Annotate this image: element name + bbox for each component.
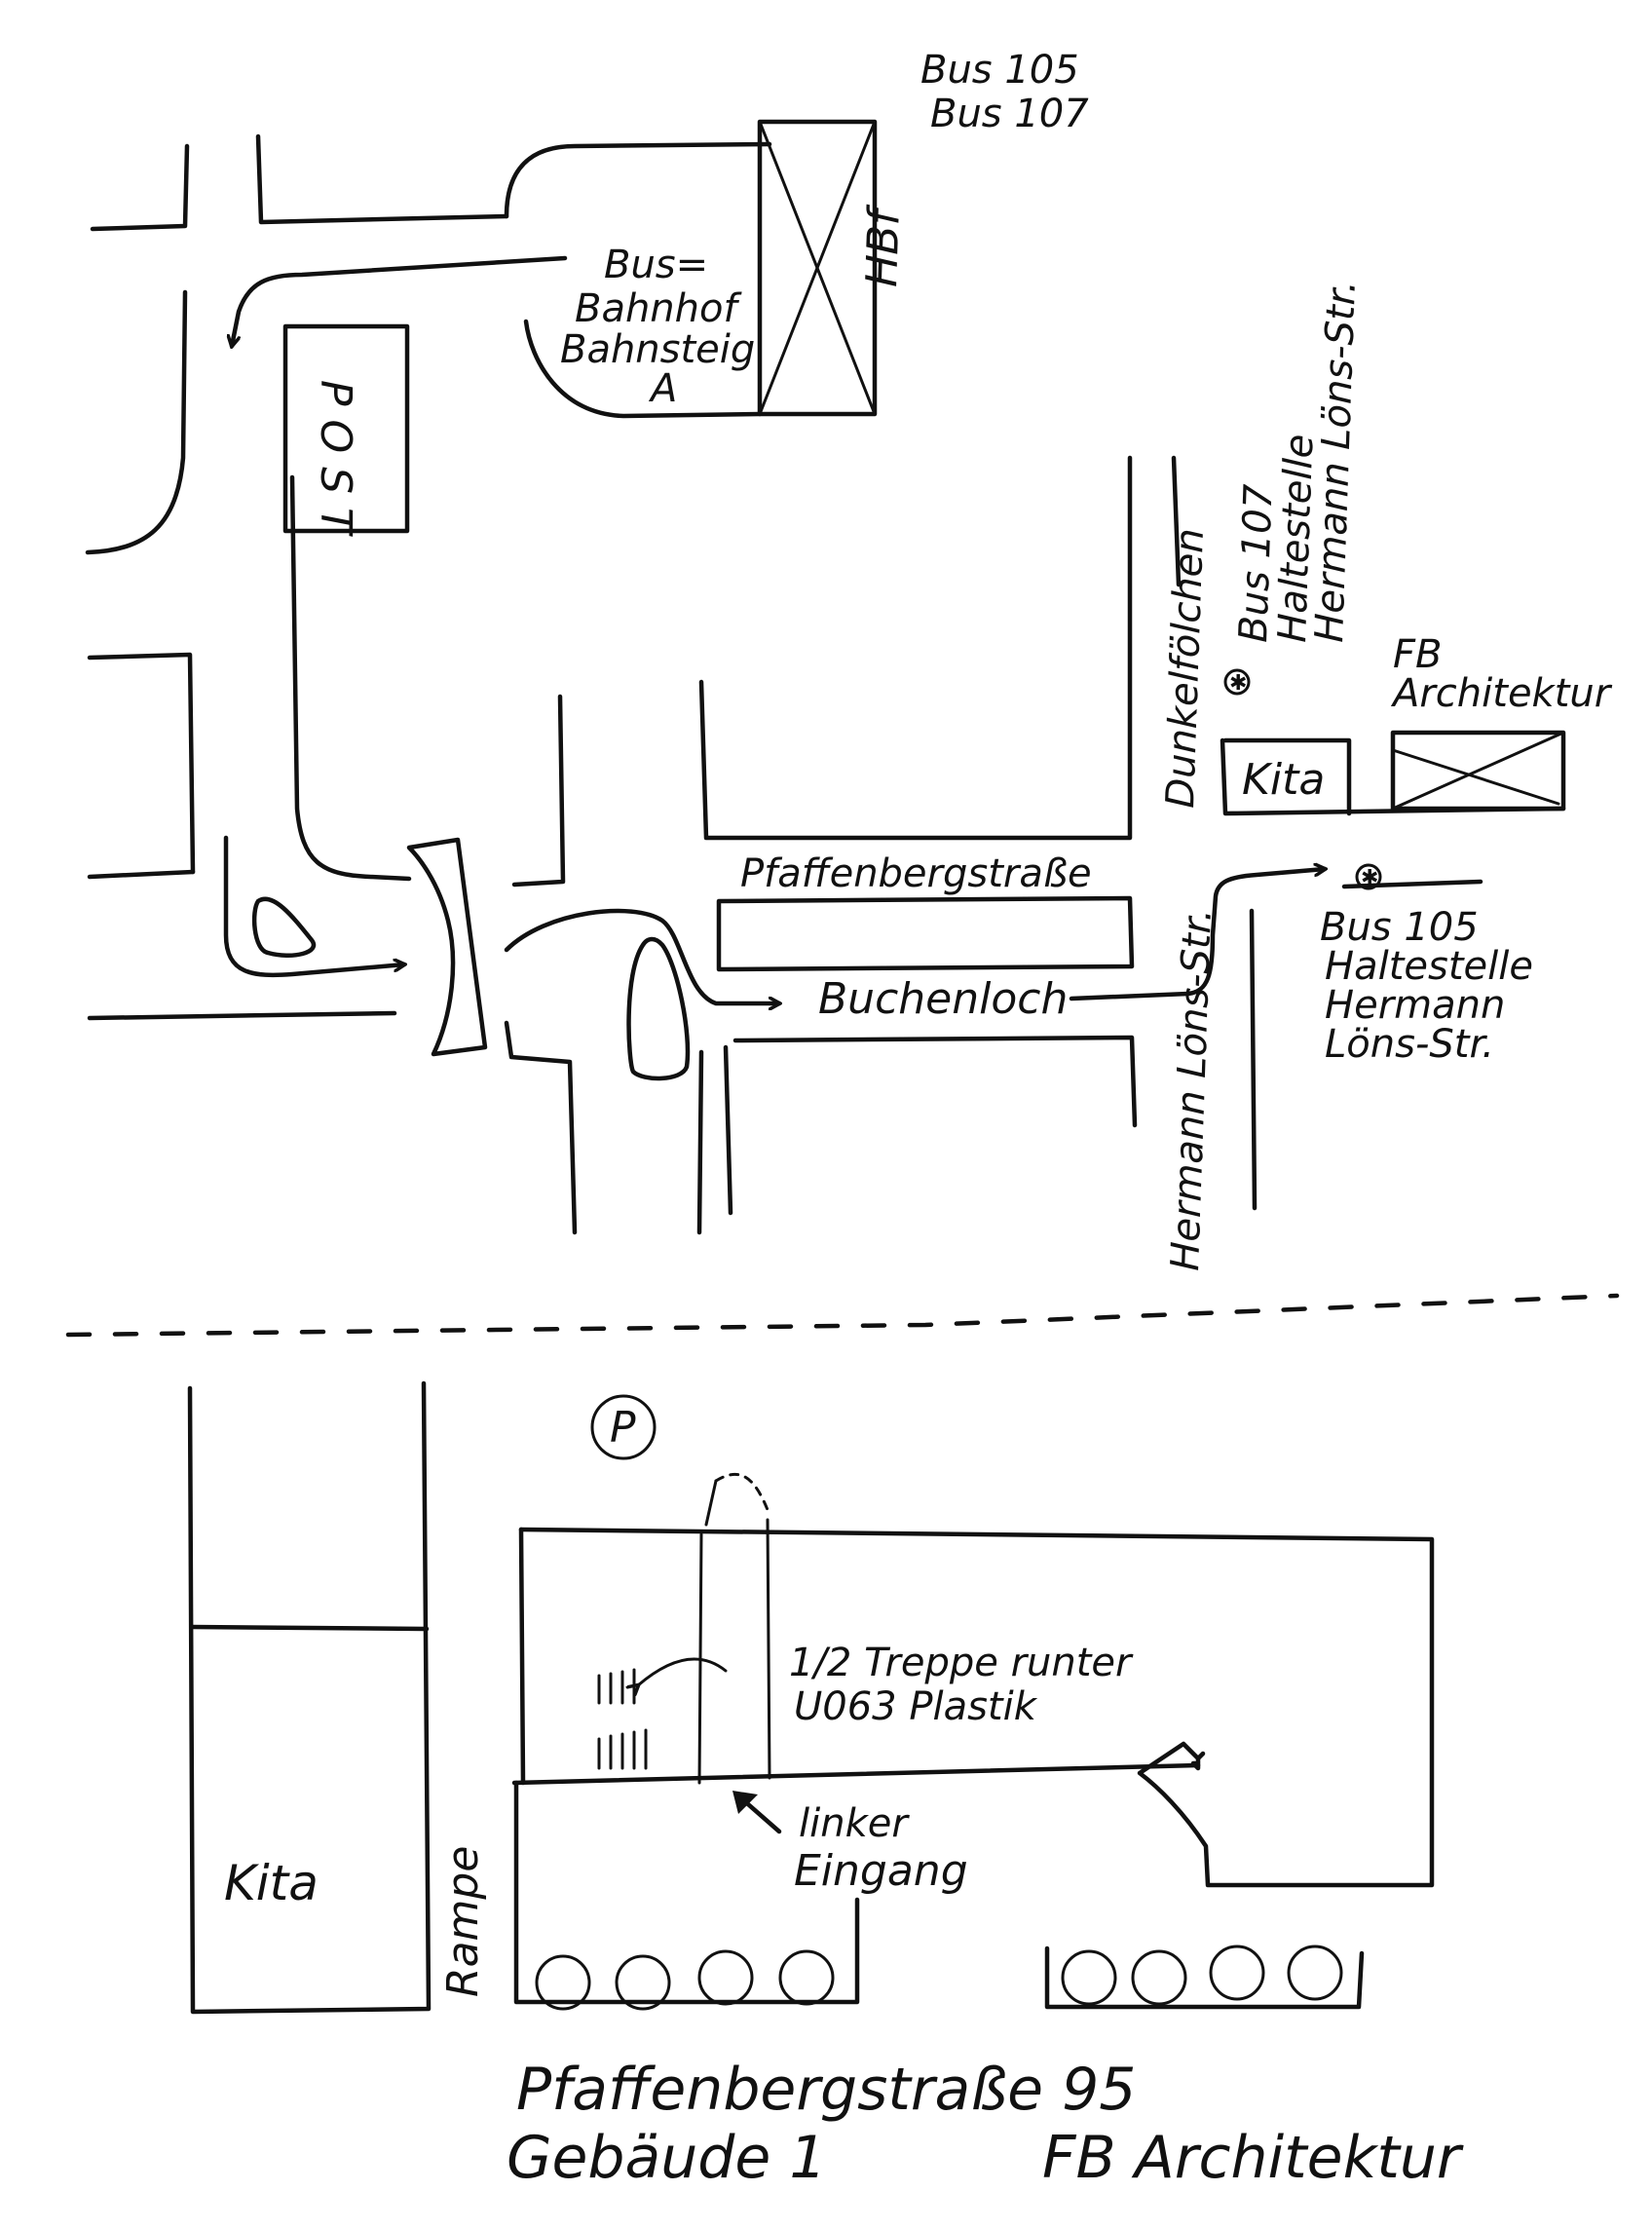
entrance-note-2: Eingang bbox=[794, 1846, 968, 1896]
parking-sign: P bbox=[590, 1394, 657, 1460]
street-label-buchenloch: Buchenloch bbox=[818, 974, 1068, 1024]
asterisk-circle-icon: ✱ bbox=[1229, 671, 1247, 696]
svg-text:Hermann Löns-Str.: Hermann Löns-Str. bbox=[1307, 280, 1365, 643]
svg-text:Hermann: Hermann bbox=[1325, 983, 1505, 1028]
stair-corridor bbox=[638, 1472, 771, 1785]
svg-text:Bahnsteig: Bahnsteig bbox=[560, 327, 755, 372]
bus105-stop-marker: ✱ bbox=[1355, 863, 1382, 890]
kita-label: Kita bbox=[224, 1855, 319, 1911]
address-line: Pfaffenbergstraße 95 bbox=[516, 2056, 1136, 2124]
svg-text:Löns-Str.: Löns-Str. bbox=[1325, 1022, 1494, 1067]
svg-text:Haltestelle: Haltestelle bbox=[1325, 944, 1533, 989]
kita-building bbox=[187, 1380, 432, 2015]
hbf-label: HBf bbox=[857, 203, 910, 287]
street-label-dunkelfoelchen: Dunkelfölchen bbox=[1158, 528, 1213, 810]
main-building bbox=[511, 1527, 1435, 2010]
bus105-stop-label: Bus 105 Haltestelle Hermann Löns-Str. bbox=[1320, 905, 1533, 1067]
fb-architektur-label-1: FB bbox=[1393, 632, 1442, 677]
kita-label-top: Kita bbox=[1242, 755, 1325, 805]
bus107-stop-marker: ✱ bbox=[1223, 668, 1251, 696]
department-line: FB Architektur bbox=[1042, 2124, 1464, 2192]
kita-building-top: Kita bbox=[1222, 737, 1352, 816]
bus-lines-station-1: Bus 105 bbox=[920, 48, 1079, 93]
street-network bbox=[85, 133, 1566, 1235]
building-line: Gebäude 1 bbox=[507, 2124, 827, 2192]
street-label-pfaffenbergstrasse: Pfaffenbergstraße bbox=[740, 851, 1092, 896]
svg-text:Bahnhof: Bahnhof bbox=[575, 286, 742, 331]
svg-text:Haltestelle: Haltestelle bbox=[1270, 434, 1322, 643]
tree-row-left bbox=[535, 1949, 835, 2011]
fb-architektur-label-2: Architektur bbox=[1390, 671, 1613, 716]
entrance-arrow-icon bbox=[732, 1791, 782, 1834]
svg-text:Bus 107: Bus 107 bbox=[1231, 483, 1282, 644]
svg-text:Bus=: Bus= bbox=[604, 243, 708, 287]
post-label: POST bbox=[311, 380, 360, 548]
bus-lines-station-2: Bus 107 bbox=[930, 92, 1089, 136]
ramp-label: Rampe bbox=[438, 1846, 488, 1997]
section-divider bbox=[65, 1293, 1620, 1338]
hbf-station-building bbox=[757, 119, 878, 417]
svg-text:Bus 105: Bus 105 bbox=[1320, 905, 1479, 950]
bus-station-label: Bus= Bahnhof Bahnsteig A bbox=[560, 243, 755, 411]
asterisk-circle-icon: ✱ bbox=[1361, 866, 1378, 890]
post-office-building: POST bbox=[282, 323, 410, 548]
bus107-stop-label: Bus 107 Haltestelle Hermann Löns-Str. bbox=[1231, 280, 1365, 643]
tree-row-right bbox=[1061, 1945, 1343, 2006]
stairs-icon bbox=[597, 1668, 648, 1770]
fb-architektur-building bbox=[1390, 730, 1566, 812]
street-label-hermann-loens: Hermann Löns-Str. bbox=[1163, 908, 1220, 1271]
stairs-note-1: 1/2 Treppe runter bbox=[789, 1641, 1134, 1685]
svg-text:A: A bbox=[648, 366, 677, 411]
stairs-note-2: U063 Plastik bbox=[794, 1684, 1038, 1729]
entrance-note-1: linker bbox=[799, 1801, 910, 1846]
parking-label: P bbox=[610, 1403, 636, 1453]
